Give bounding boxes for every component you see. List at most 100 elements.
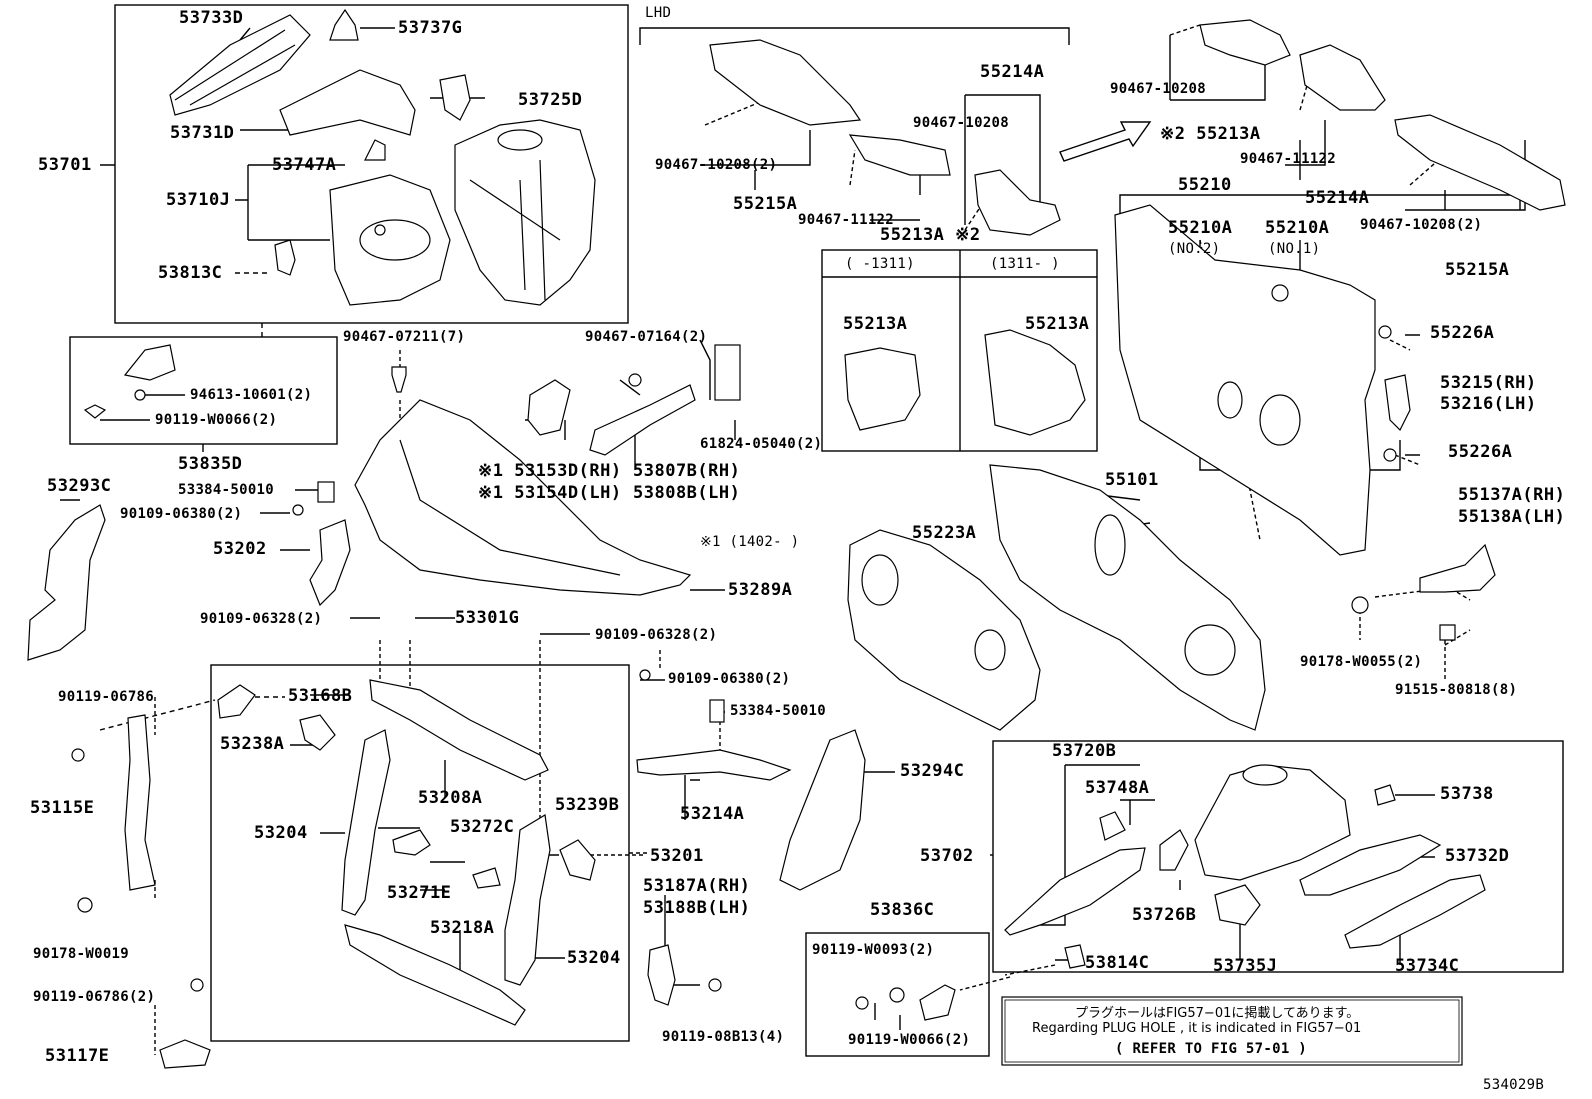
- label-55214A-b: 55214A: [1305, 188, 1370, 208]
- label-55210A-no2: 55210A: [1168, 218, 1233, 238]
- label-53710J: 53710J: [166, 190, 231, 210]
- label-53747A: 53747A: [272, 155, 337, 175]
- label-90109-06328-b: 90109-06328(2): [595, 627, 718, 643]
- part-53272C: [472, 867, 501, 889]
- label-55213A-a: 55213A ※2: [880, 225, 981, 245]
- label-55215A-b: 55215A: [1445, 260, 1510, 280]
- label-53238A: 53238A: [220, 734, 285, 754]
- label-53216: 53216(LH): [1440, 394, 1537, 414]
- label-box-right-range: (1311- ): [990, 256, 1060, 272]
- part-53731D: [279, 69, 416, 136]
- label-53153D: ※1 53153D(RH): [478, 461, 622, 481]
- part-53747A: [364, 139, 386, 161]
- group-box-53701: [114, 4, 629, 324]
- part-53384-a: [317, 481, 335, 503]
- plug-note-japanese: プラグホールはFIG57−01に掲載してあります。: [1075, 1006, 1360, 1021]
- label-90467-10208-a: 90467-10208(2): [655, 157, 778, 173]
- part-55215A-rhd: [1199, 19, 1291, 66]
- label-53807B: 53807B(RH): [633, 461, 741, 481]
- label-53720B: 53720B: [1052, 741, 1117, 761]
- part-53204-left: [341, 729, 391, 916]
- part-53238A: [299, 714, 336, 751]
- part-53807B: [589, 384, 696, 456]
- label-53117E: 53117E: [45, 1046, 110, 1066]
- part-53239B: [559, 839, 596, 881]
- part-53835D-bracket: [123, 344, 176, 381]
- label-no2: (NO.2): [1168, 241, 1221, 257]
- part-55213A-new: [984, 329, 1086, 436]
- label-53726B: 53726B: [1132, 905, 1197, 925]
- label-53732D: 53732D: [1445, 846, 1510, 866]
- label-90467-07164: 90467-07164(2): [585, 329, 708, 345]
- label-94613-10601: 94613-10601(2): [190, 387, 313, 403]
- label-55210: 55210: [1178, 175, 1232, 195]
- part-53215: [1384, 374, 1411, 432]
- part-53204-right: [504, 814, 551, 986]
- label-90119-06786-a: 90119-06786: [58, 689, 155, 705]
- group-box-53702: [992, 740, 1564, 973]
- label-53748A: 53748A: [1085, 778, 1150, 798]
- part-53115E: [124, 714, 156, 891]
- label-55213A-b: ※2 55213A: [1160, 124, 1261, 144]
- label-55213A-box-left: 55213A: [843, 314, 908, 334]
- part-53218A: [344, 924, 526, 1026]
- label-90109-06380-a: 90109-06380(2): [120, 506, 243, 522]
- part-53738: [1374, 784, 1396, 806]
- label-53187A: 53187A(RH): [643, 876, 751, 896]
- part-53814C: [1064, 944, 1086, 969]
- part-53734C: [1344, 874, 1486, 949]
- label-53731D: 53731D: [170, 123, 235, 143]
- part-53208A: [369, 679, 549, 781]
- label-55213A-box-right: 55213A: [1025, 314, 1090, 334]
- label-90467-10208-b: 90467-10208: [913, 115, 1010, 131]
- label-53168B: 53168B: [288, 686, 353, 706]
- label-53239B: 53239B: [555, 795, 620, 815]
- part-55215A-b: [1394, 114, 1566, 211]
- part-55215A-lhd: [709, 39, 862, 126]
- part-53737G: [329, 8, 359, 41]
- part-55137A: [1419, 543, 1496, 593]
- plug-note-english: Regarding PLUG HOLE , it is indicated in…: [1032, 1021, 1362, 1036]
- label-53808B: 53808B(LH): [633, 483, 741, 503]
- part-53748A: [1099, 811, 1126, 841]
- label-53204-a: 53204: [254, 823, 308, 843]
- label-53734C: 53734C: [1395, 956, 1460, 976]
- label-53215: 53215(RH): [1440, 373, 1537, 393]
- part-55213A-lhd: [848, 134, 951, 176]
- label-53272C: 53272C: [450, 817, 515, 837]
- label-53813C: 53813C: [158, 263, 223, 283]
- label-55226A-b: 55226A: [1448, 442, 1513, 462]
- part-53214A: [636, 749, 792, 781]
- part-53726B: [1159, 829, 1189, 871]
- part-53202: [309, 519, 351, 607]
- label-box-left-range: ( -1311): [845, 256, 915, 272]
- part-53293C: [27, 504, 106, 661]
- label-90467-10208-c: 90467-10208: [1110, 81, 1207, 97]
- label-53733D: 53733D: [179, 8, 244, 28]
- label-53202: 53202: [213, 539, 267, 559]
- plug-note-box: [1001, 996, 1463, 1066]
- label-53214A: 53214A: [680, 804, 745, 824]
- part-front-apron: [454, 119, 596, 306]
- part-55210: [1114, 204, 1376, 556]
- label-53384-50010-b: 53384-50010: [730, 703, 827, 719]
- label-53735J: 53735J: [1213, 956, 1278, 976]
- label-55223A: 55223A: [912, 523, 977, 543]
- label-55214A-a: 55214A: [980, 62, 1045, 82]
- label-53836C: 53836C: [870, 900, 935, 920]
- label-90467-07211: 90467-07211(7): [343, 329, 466, 345]
- label-53738: 53738: [1440, 784, 1494, 804]
- part-55214A-rhd: [1299, 44, 1386, 111]
- label-90467-11122-a: 90467-11122: [798, 212, 895, 228]
- part-53168B: [217, 684, 256, 719]
- label-53293C: 53293C: [47, 476, 112, 496]
- label-61824-05040: 61824-05040(2): [700, 436, 823, 452]
- part-55213A-old: [844, 347, 921, 431]
- label-90119-08B13: 90119-08B13(4): [662, 1029, 785, 1045]
- part-55214A-lhd: [974, 169, 1061, 236]
- part-53733D: [169, 14, 311, 116]
- label-53702: 53702: [920, 846, 974, 866]
- part-53725D: [439, 74, 471, 121]
